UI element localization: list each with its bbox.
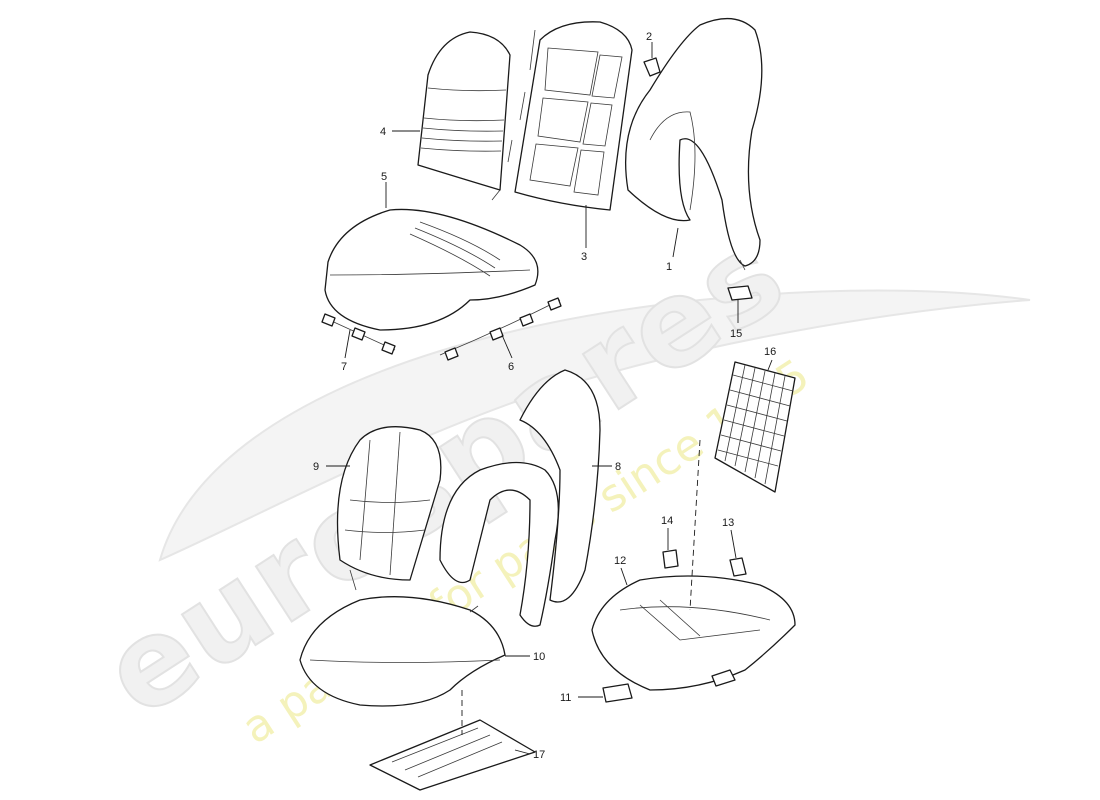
watermark: eurospares a passion for parts since 198…: [79, 203, 1031, 754]
part-3-backrest-frame: [507, 21, 633, 211]
callout-11: 11: [560, 692, 571, 704]
callout-16: 16: [764, 346, 776, 358]
callout-9: 9: [313, 461, 319, 473]
callout-8: 8: [615, 461, 621, 473]
callout-3: 3: [581, 251, 587, 263]
callout-2: 2: [646, 31, 652, 43]
part-10-cushion-pad: [299, 596, 506, 707]
callout-12: 12: [614, 555, 626, 567]
callout-17: 17: [533, 749, 545, 761]
part-5-cushion-cover: [324, 208, 539, 331]
part-1-backrest-shell: [625, 18, 763, 271]
part-16-mesh-panel: [714, 361, 796, 493]
part-8-side-shell: [439, 369, 601, 627]
part-4-backrest-cover: [417, 31, 511, 201]
part-6-clips: [439, 297, 562, 361]
callout-14: 14: [661, 515, 673, 527]
callout-7: 7: [341, 361, 347, 373]
part-15-pad: [727, 285, 753, 301]
leader-lines: [326, 42, 773, 755]
part-12-seat-pan: [591, 575, 796, 691]
callout-6: 6: [508, 361, 514, 373]
callout-5: 5: [381, 171, 387, 183]
assembly-line-16: [689, 439, 701, 611]
callout-1: 1: [666, 261, 672, 273]
callout-4: 4: [380, 126, 386, 138]
part-14-clip: [662, 549, 679, 569]
part-9-backrest-pad: [336, 426, 442, 591]
part-2-clip: [643, 57, 661, 77]
callouts: 1 2 3 4 5 6 7 8 9 10 11 12 13 14 15 16 1…: [313, 31, 776, 761]
part-13-clip: [729, 557, 747, 577]
callout-13: 13: [722, 517, 734, 529]
part-17-heater-mat: [369, 719, 536, 791]
callout-10: 10: [533, 651, 545, 663]
part-11-bracket: [602, 683, 633, 703]
part-7-clips: [321, 313, 396, 355]
callout-15: 15: [730, 328, 742, 340]
